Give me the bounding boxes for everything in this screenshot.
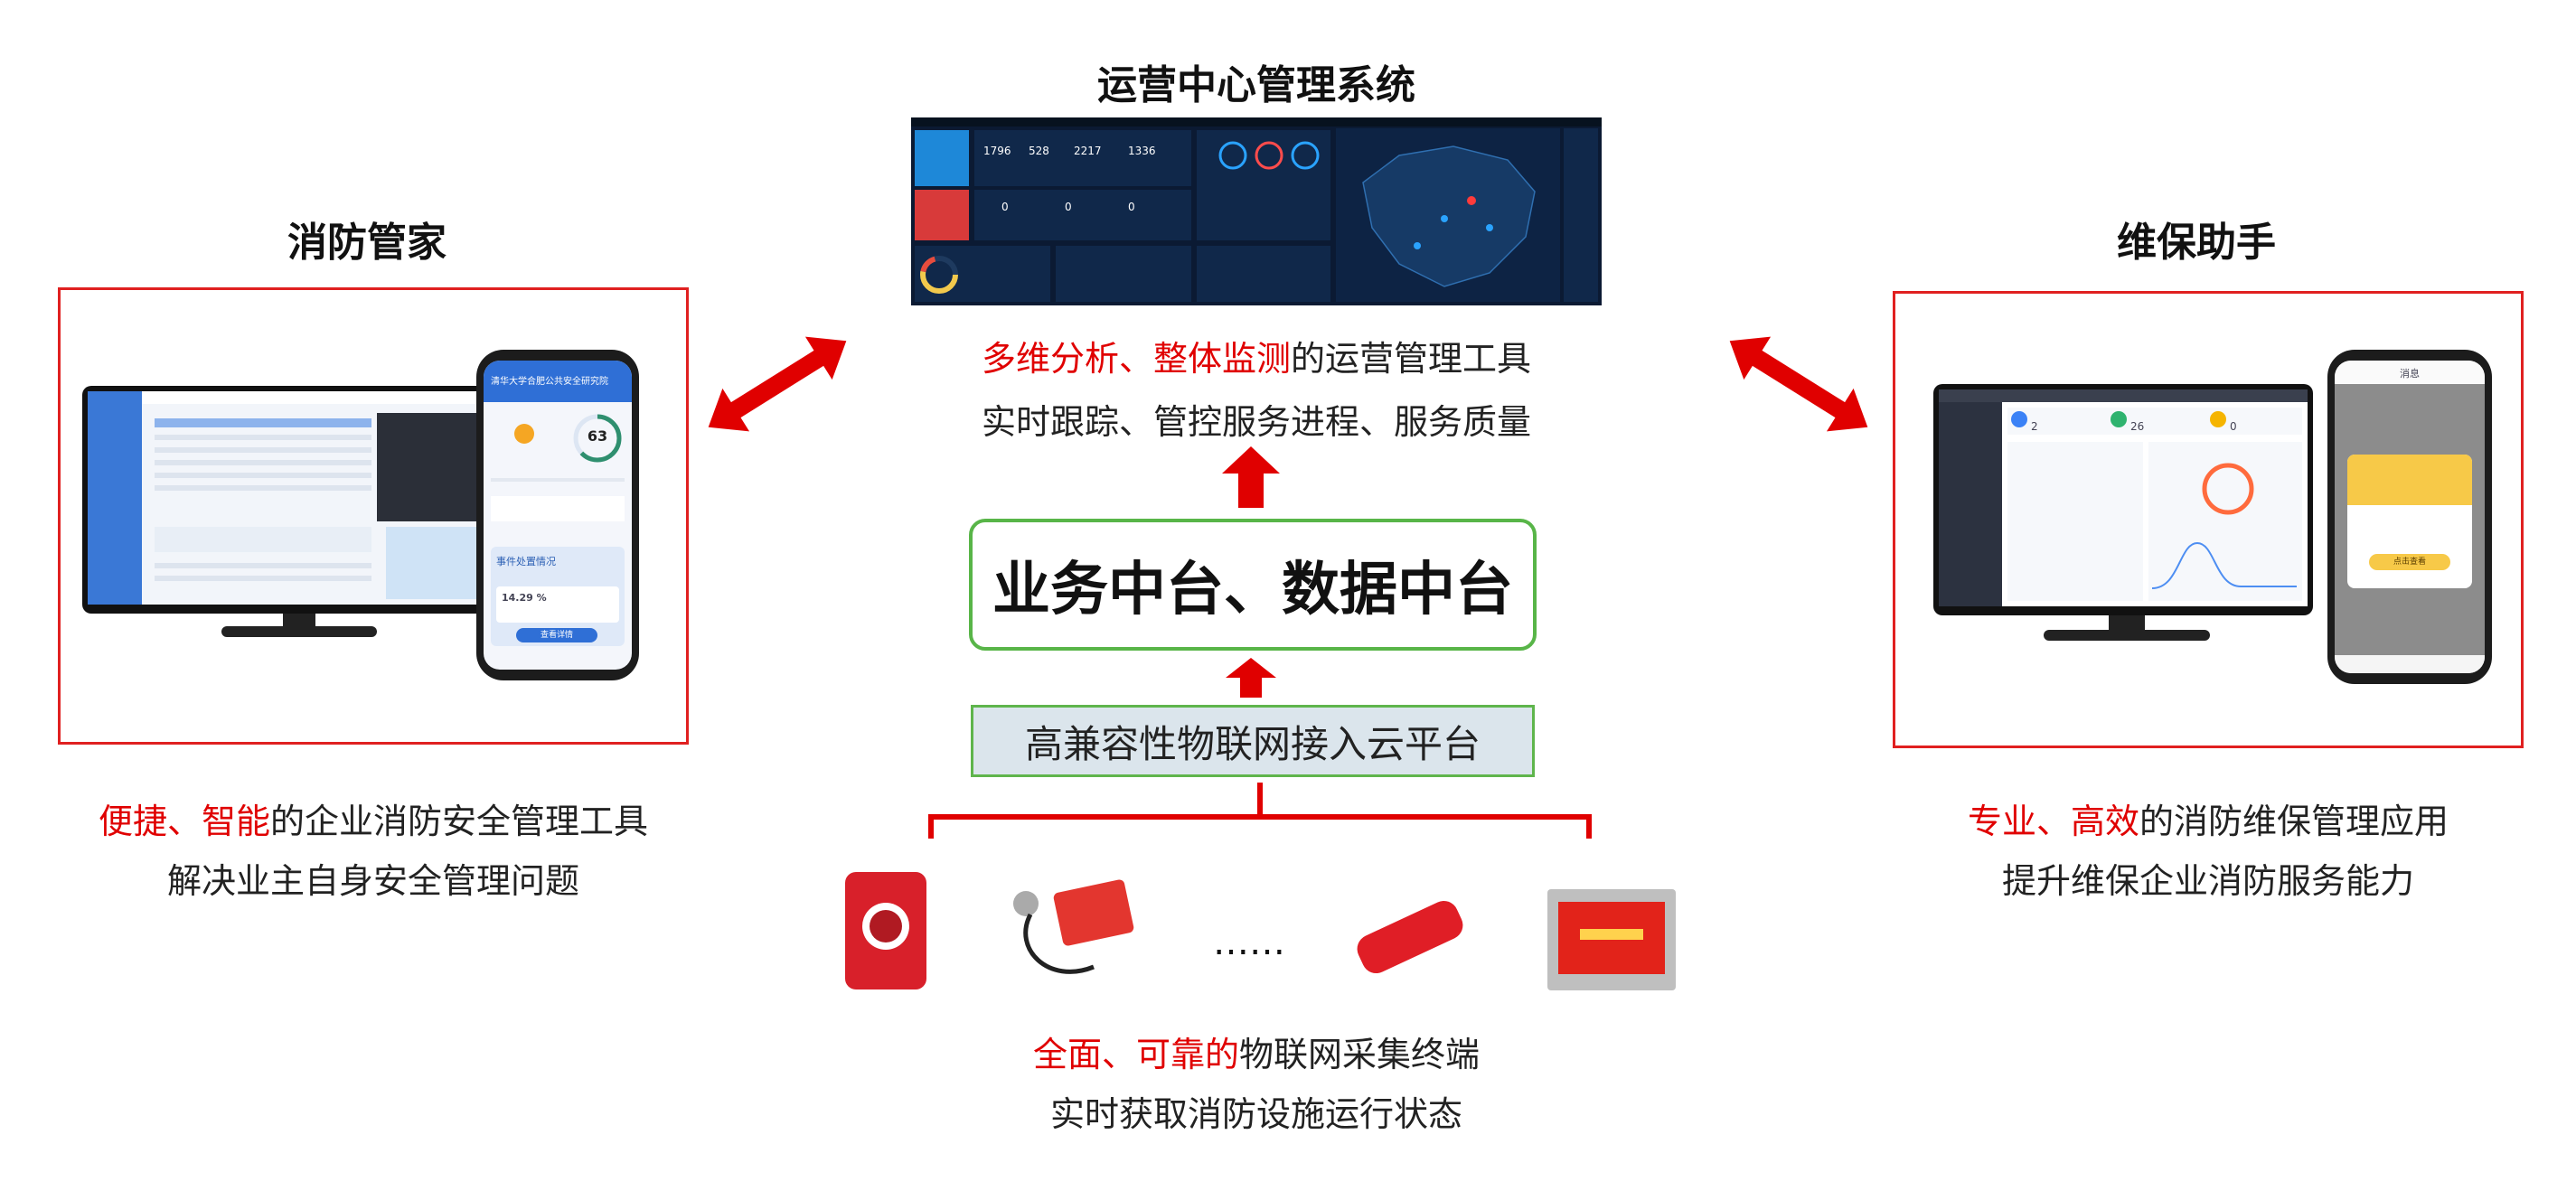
left-monitor (82, 386, 516, 614)
left-double-arrow-icon (708, 336, 847, 432)
dashboard-donut (920, 256, 958, 294)
right-title: 维保助手 (2117, 220, 2276, 266)
right-double-arrow-icon (1729, 336, 1868, 432)
right-desc-line1: 专业、高效的消防维保管理应用 (1893, 795, 2524, 848)
iot-cloud-platform-box: 高兼容性物联网接入云平台 (971, 705, 1535, 777)
left-desc-rest: 的企业消防安全管理工具 (270, 802, 649, 841)
device-bracket (928, 783, 1592, 839)
safety-score-gauge (573, 414, 622, 463)
center-desc-line2: 实时跟踪、管控服务进程、服务质量 (981, 402, 1531, 442)
right-monitor-chart (2152, 541, 2297, 589)
china-map-icon (1336, 128, 1560, 302)
dashboard-stat-1: 1796 (983, 145, 1011, 157)
right-desc-line2: 提升维保企业消防服务能力 (2001, 861, 2414, 901)
device-cylinder-sensor (1338, 890, 1482, 989)
dashboard-gauges (1218, 141, 1320, 170)
dashboard-tile-blue (915, 130, 969, 186)
device-current-sensor (841, 863, 931, 994)
left-phone-percent: 14.29 % (502, 592, 547, 604)
device-ellipsis: …… (1213, 922, 1285, 963)
right-monitor-stat-1: 2 (2031, 420, 2038, 433)
up-arrow-small-icon (1226, 658, 1276, 698)
center-title: 运营中心管理系统 (1097, 62, 1415, 108)
operations-dashboard-screenshot: 1796 528 2217 1336 0 0 0 (911, 117, 1602, 305)
right-desc-highlight: 专业、高效 (1967, 802, 2139, 841)
left-phone-header: 清华大学合肥公共安全研究院 (491, 377, 608, 387)
dashboard-alarm-3: 0 (1128, 201, 1135, 213)
left-phone: 清华大学合肥公共安全研究院 63 事件处置情况 14.29 % 查看详情 (476, 350, 639, 680)
left-title: 消防管家 (287, 220, 447, 266)
center-desc-line1: 多维分析、整体监测的运营管理工具 (958, 333, 1555, 385)
right-phone-header: 消息 (2400, 368, 2420, 380)
dashboard-stat-4: 1336 (1128, 145, 1156, 157)
middle-platform-box: 业务中台、数据中台 (969, 519, 1537, 651)
dashboard-alarm-1: 0 (1001, 201, 1009, 213)
left-phone-section: 事件处置情况 (496, 556, 556, 567)
left-phone-detail-button[interactable]: 查看详情 (516, 628, 597, 642)
bottom-desc-rest: 物联网采集终端 (1239, 1035, 1481, 1074)
center-desc-rest: 的运营管理工具 (1291, 339, 1532, 379)
bottom-desc-line1: 全面、可靠的物联网采集终端 (976, 1028, 1537, 1081)
dashboard-stat-3: 2217 (1074, 145, 1102, 157)
left-phone-score: 63 (587, 427, 608, 445)
device-water-pressure-sensor (994, 867, 1139, 994)
right-monitor-stat-3: 0 (2230, 420, 2237, 433)
dashboard-alarm-2: 0 (1065, 201, 1072, 213)
right-phone: 消息 点击查看 (2327, 350, 2492, 684)
right-monitor-ring (2202, 463, 2254, 515)
bottom-desc-line2: 实时获取消防设施运行状态 (1049, 1094, 1462, 1134)
right-phone-view-button[interactable]: 点击查看 (2369, 554, 2450, 570)
left-desc-line2: 解决业主自身安全管理问题 (166, 861, 579, 901)
right-app-frame: 2 26 0 消息 点击查看 (1893, 291, 2524, 748)
dashboard-tile-red (915, 190, 969, 240)
up-arrow-icon (1222, 446, 1280, 508)
right-monitor-stat-2: 26 (2130, 420, 2145, 433)
device-monitor-box (1544, 886, 1679, 994)
bottom-desc-highlight: 全面、可靠的 (1032, 1035, 1239, 1074)
dashboard-stat-2: 528 (1029, 145, 1049, 157)
right-desc-rest: 的消防维保管理应用 (2139, 802, 2449, 841)
left-desc-line1: 便捷、智能的企业消防安全管理工具 (58, 795, 689, 848)
center-desc-highlight: 多维分析、整体监测 (981, 339, 1291, 379)
left-desc-highlight: 便捷、智能 (98, 802, 270, 841)
warning-face-icon (514, 424, 534, 444)
left-app-frame: 清华大学合肥公共安全研究院 63 事件处置情况 14.29 % 查看详情 (58, 287, 689, 745)
right-monitor: 2 26 0 (1933, 384, 2313, 615)
